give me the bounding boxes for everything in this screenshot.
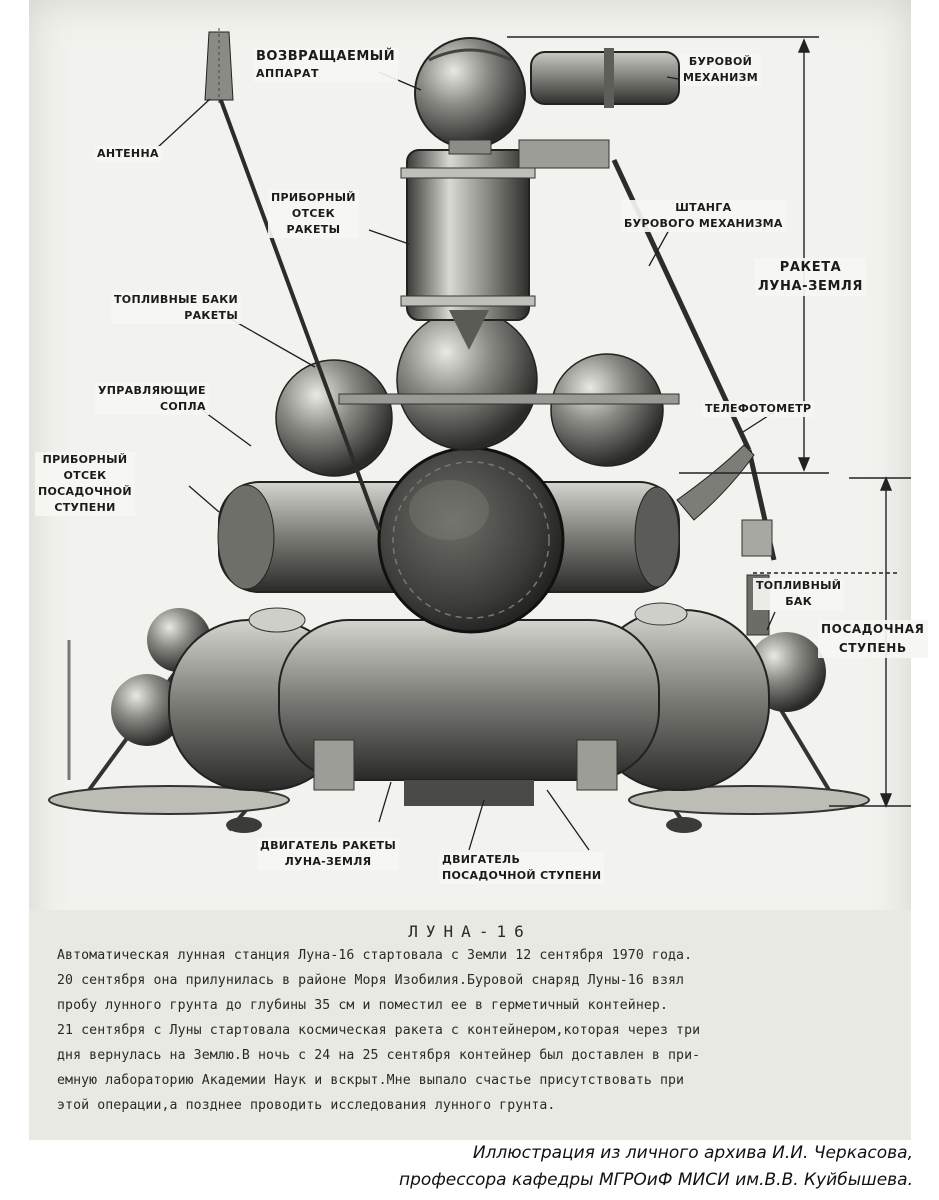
- label-return-capsule-line1: ВОЗВРАЩАЕМЫЙ: [256, 49, 396, 64]
- drill-cylinder: [518, 48, 680, 169]
- rocket-fuel-spheres: [275, 309, 680, 477]
- typed-caption: ЛУНА-16 Автоматическая лунная станция Лу…: [29, 910, 911, 1140]
- leader-lines: [156, 71, 776, 851]
- label-lander-instrument-line3: ПОСАДОЧНОЙ: [38, 485, 132, 498]
- label-landing-engine-line2: ПОСАДОЧНОЙ СТУПЕНИ: [442, 869, 602, 882]
- return-capsule-sphere: [414, 37, 526, 155]
- label-rocket-line2: ЛУНА-ЗЕМЛЯ: [758, 279, 864, 294]
- landing-stage-tanks: [168, 602, 770, 806]
- label-rocket: РАКЕТА ЛУНА-ЗЕМЛЯ: [755, 258, 867, 296]
- label-landing-stage: ПОСАДОЧНАЯ СТУПЕНЬ: [818, 620, 928, 658]
- label-rocket-instrument-line2: ОТСЕК: [291, 207, 335, 220]
- label-rocket-instrument-line3: РАКЕТЫ: [286, 223, 341, 236]
- label-fuel-tanks-line2: РАКЕТЫ: [184, 309, 239, 322]
- label-lander-instrument-line4: СТУПЕНИ: [54, 501, 116, 514]
- label-antenna: АНТЕННА: [94, 146, 162, 162]
- caption-line: пробу лунного грунта до глубины 35 см и …: [57, 998, 669, 1013]
- label-landing-stage-line1: ПОСАДОЧНАЯ: [821, 622, 925, 636]
- caption-line: 20 сентября она прилунилась в районе Мор…: [57, 973, 685, 988]
- caption-line: дня вернулась на Землю.В ночь с 24 на 25…: [57, 1048, 701, 1063]
- label-nozzles: УПРАВЛЯЮЩИЕ СОПЛА: [95, 383, 209, 415]
- landing-pads: [48, 785, 870, 833]
- label-fuel-tanks: ТОПЛИВНЫЕ БАКИ РАКЕТЫ: [111, 292, 242, 324]
- label-landing-engine-line1: ДВИГАТЕЛЬ: [442, 853, 521, 866]
- antenna-mast: [204, 28, 381, 531]
- label-lander-instrument-line2: ОТСЕК: [63, 469, 107, 482]
- label-rocket-engine-line1: ДВИГАТЕЛЬ РАКЕТЫ: [260, 839, 397, 852]
- label-fuel-tanks-line1: ТОПЛИВНЫЕ БАКИ: [114, 293, 239, 306]
- label-return-capsule: ВОЗВРАЩАЕМЫЙ АППАРАТ: [253, 48, 399, 82]
- photo-sheet: ВОЗВРАЩАЕМЫЙ АППАРАТ БУРОВОЙ МЕХАНИЗМ АН…: [29, 0, 928, 1140]
- label-nozzles-line1: УПРАВЛЯЮЩИЕ: [98, 384, 206, 397]
- label-lander-instrument: ПРИБОРНЫЙ ОТСЕК ПОСАДОЧНОЙ СТУПЕНИ: [35, 452, 135, 516]
- caption-line: 21 сентября с Луны стартовала космическа…: [57, 1023, 701, 1038]
- credit-line1: Иллюстрация из личного архива И.И. Черка…: [472, 1143, 913, 1163]
- label-lander-instrument-line1: ПРИБОРНЫЙ: [42, 453, 128, 466]
- photo-credit: Иллюстрация из личного архива И.И. Черка…: [33, 1140, 913, 1194]
- label-fuel-tank-line2: БАК: [785, 595, 813, 608]
- label-drill-arm: ШТАНГА БУРОВОГО МЕХАНИЗМА: [621, 200, 786, 232]
- spacecraft-illustration: [48, 28, 911, 851]
- central-disk: [377, 446, 565, 634]
- credit-line2: профессора кафедры МГРОиФ МИСИ им.В.В. К…: [398, 1170, 913, 1190]
- label-drill-line2: МЕХАНИЗМ: [683, 71, 759, 84]
- label-drill-arm-line2: БУРОВОГО МЕХАНИЗМА: [624, 217, 783, 230]
- caption-title: ЛУНА-16: [408, 922, 532, 941]
- caption-line: этой операции,а позднее проводить исслед…: [57, 1098, 556, 1113]
- label-landing-engine: ДВИГАТЕЛЬ ПОСАДОЧНОЙ СТУПЕНИ: [439, 852, 605, 884]
- label-drill-arm-line1: ШТАНГА: [675, 201, 732, 214]
- caption-line: Автоматическая лунная станция Луна-16 ст…: [57, 948, 693, 963]
- label-nozzles-line2: СОПЛА: [160, 400, 206, 413]
- label-drill: БУРОВОЙ МЕХАНИЗМ: [680, 54, 762, 86]
- label-rocket-instrument-line1: ПРИБОРНЫЙ: [271, 191, 356, 204]
- label-drill-line1: БУРОВОЙ: [688, 55, 753, 68]
- label-rocket-instrument: ПРИБОРНЫЙ ОТСЕК РАКЕТЫ: [268, 190, 359, 238]
- label-rocket-line1: РАКЕТА: [779, 260, 842, 275]
- label-telephotometer: ТЕЛЕФОТОМЕТР: [702, 401, 815, 417]
- label-landing-stage-line2: СТУПЕНЬ: [838, 641, 907, 655]
- rocket-instrument-compartment: [400, 149, 536, 350]
- label-fuel-tank: ТОПЛИВНЫЙ БАК: [753, 578, 845, 610]
- label-return-capsule-line2: АППАРАТ: [256, 67, 320, 80]
- label-rocket-engine-line2: ЛУНА-ЗЕМЛЯ: [284, 855, 372, 868]
- caption-line: емную лабораторию Академии Наук и вскрыт…: [57, 1073, 685, 1088]
- label-rocket-engine: ДВИГАТЕЛЬ РАКЕТЫ ЛУНА-ЗЕМЛЯ: [257, 838, 400, 870]
- label-fuel-tank-line1: ТОПЛИВНЫЙ: [756, 579, 842, 592]
